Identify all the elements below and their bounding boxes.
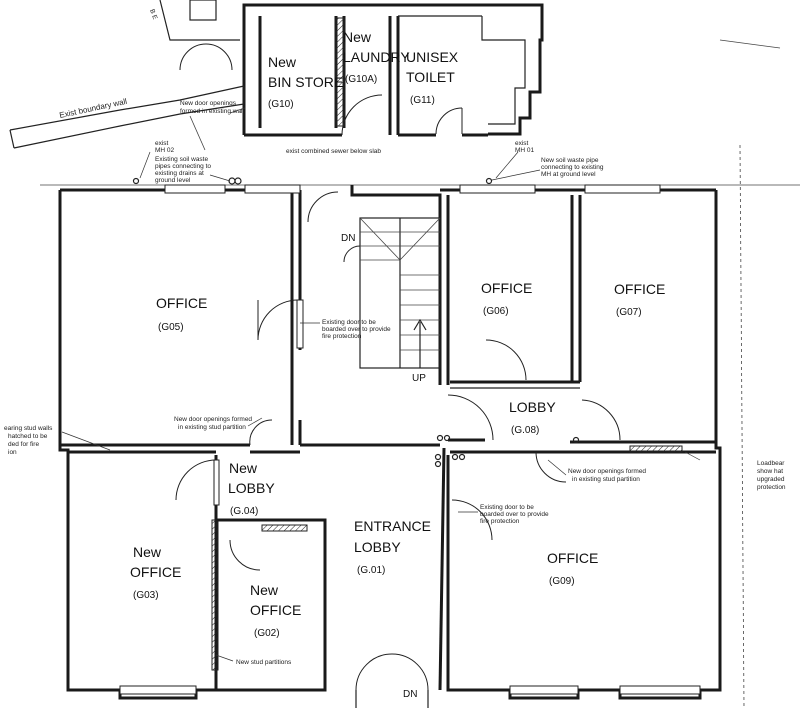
loadbear-note-2: show hat [757, 468, 783, 475]
soil-left-note-4: ground level [155, 177, 191, 184]
office-g02-label-1: New [250, 582, 279, 598]
bearing-note-3: ded for fire [8, 441, 39, 448]
entrance-label-2: LOBBY [354, 539, 401, 555]
door-openings-note-2: formed in existing wall [180, 108, 244, 115]
soil-left-note-2: pipes connecting to [155, 163, 211, 170]
stud-openings-note-2: in existing stud partition [178, 424, 246, 431]
board-note-2: boarded over to provide [322, 326, 391, 333]
office-g09-code: (G09) [549, 576, 575, 587]
office-g02-label-2: OFFICE [250, 602, 301, 618]
stud-openings-right-2: in existing stud partition [572, 476, 640, 483]
office-g07-label: OFFICE [614, 281, 665, 297]
soil-right-note-1: New soil waste pipe [541, 157, 599, 164]
pipe-symbols [132, 177, 580, 468]
bearing-note-4: ion [8, 449, 17, 456]
office-g06-code: (G06) [483, 306, 509, 317]
mh02-note-2: MH 02 [155, 147, 175, 154]
stud-partitions-note: New stud partitions [236, 659, 292, 666]
toilet-label-1: UNISEX [406, 49, 459, 65]
board2-note-3: fire protection [480, 518, 520, 525]
mh02-note-1: exist [155, 140, 169, 147]
office-g09-label: OFFICE [547, 550, 598, 566]
stud-openings-note-1: New door openings formed [174, 416, 252, 423]
loadbear-note-4: protection [757, 484, 786, 491]
mh01-note-1: exist [515, 140, 529, 147]
bin-store-label-1: New [268, 54, 297, 70]
bearing-note-1: earing stud walls [4, 425, 53, 432]
entrance-label-1: ENTRANCE [354, 518, 431, 534]
corner-note: B E [148, 8, 158, 21]
loadbear-note-1: Loadbear [757, 460, 785, 467]
office-g03-code: (G03) [133, 590, 159, 601]
board2-note-2: boarded over to provide [480, 511, 549, 518]
bin-store-code: (G10) [268, 99, 294, 110]
windows [119, 184, 701, 695]
room-labels: New BIN STORE (G10) New LAUNDRY (G10A) U… [130, 29, 665, 639]
toilet-code: (G11) [410, 95, 435, 106]
board-note-3: fire protection [322, 333, 362, 340]
lobby-g04-code: (G.04) [230, 506, 258, 517]
lobby-g04-label-2: LOBBY [228, 480, 275, 496]
soil-left-note-1: Existing soil waste [155, 156, 208, 163]
office-g07-code: (G07) [616, 307, 642, 318]
annotations: Exist boundary wall B E New door opening… [4, 8, 786, 666]
office-g05-label: OFFICE [156, 295, 207, 311]
office-g03-label-2: OFFICE [130, 564, 181, 580]
leader-lines [61, 107, 701, 662]
boundary-walls [9, 39, 800, 708]
laundry-code: (G10A) [345, 74, 377, 85]
soil-left-note-3: existing drains at [155, 170, 204, 177]
board-note-1: Existing door to be [322, 319, 376, 326]
office-g05-code: (G05) [158, 322, 184, 333]
loadbear-note-3: upgraded [757, 476, 785, 483]
staircase [307, 191, 441, 369]
soil-right-note-2: connecting to existing [541, 164, 604, 171]
main-building-walls [58, 185, 722, 700]
outbuildings [159, 0, 544, 137]
bearing-note-2: hatched to be [8, 433, 48, 440]
laundry-label-1: New [343, 29, 372, 45]
boundary-wall-note: Exist boundary wall [59, 97, 129, 120]
stud-openings-right-1: New door openings formed [568, 468, 646, 475]
door-openings-note-1: New door openings [180, 100, 237, 107]
board2-note-1: Existing door to be [480, 504, 534, 511]
lobby-g08-code: (G.08) [511, 425, 539, 436]
mh01-note-2: MH 01 [515, 147, 535, 154]
doors [175, 299, 621, 708]
stair-labels: DN UP DN [341, 233, 426, 700]
sewer-note: exist combined sewer below slab [286, 148, 381, 155]
soil-right-note-3: MH at ground level [541, 171, 596, 178]
entrance-code: (G.01) [357, 565, 385, 576]
laundry-label-2: LAUNDRY [343, 49, 410, 65]
office-g02-code: (G02) [254, 628, 280, 639]
toilet-label-2: TOILET [406, 69, 455, 85]
stair-up-label: UP [412, 373, 426, 384]
lobby-g08-label: LOBBY [509, 399, 556, 415]
stair-down-label: DN [341, 233, 355, 244]
entrance-down-label: DN [403, 689, 417, 700]
bin-store-label-2: BIN STORE [268, 74, 343, 90]
lobby-g04-label-1: New [229, 460, 258, 476]
office-g03-label-1: New [133, 544, 162, 560]
office-g06-label: OFFICE [481, 280, 532, 296]
